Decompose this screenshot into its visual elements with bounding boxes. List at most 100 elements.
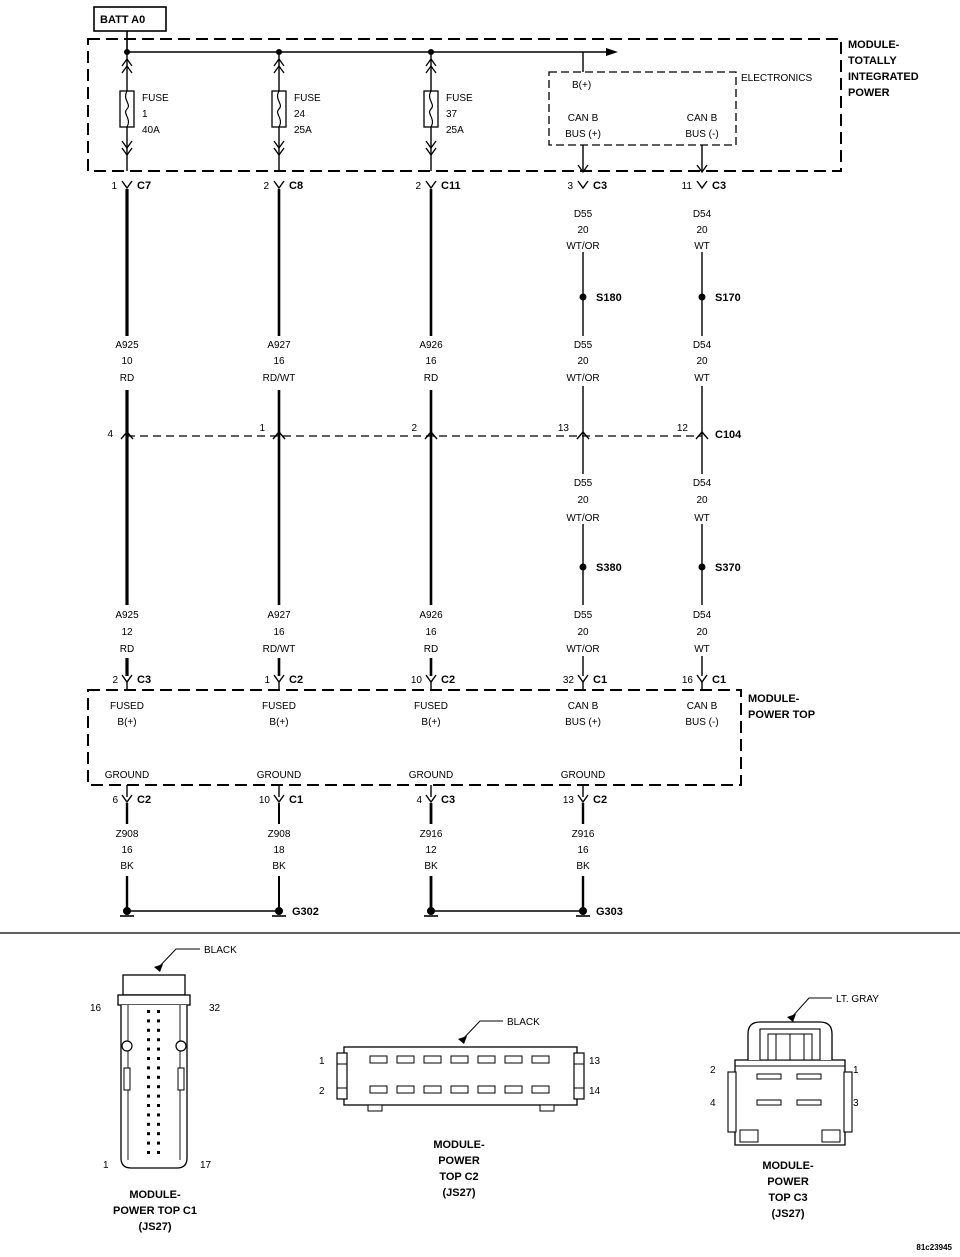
pin-cavity xyxy=(147,1028,150,1032)
ground-terminal-label: GROUND xyxy=(105,770,149,781)
wire-circuit: A926 xyxy=(419,340,443,351)
connector-pin-number: 32 xyxy=(209,1003,221,1014)
connector-view-title: POWER xyxy=(438,1155,480,1167)
pin-cavity xyxy=(504,1085,523,1094)
wire-circuit: Z908 xyxy=(116,829,139,840)
connector-pin: 10 xyxy=(259,795,271,806)
connector-fork-icon xyxy=(273,180,285,190)
pin-cavity xyxy=(157,1057,160,1060)
connector-fork-icon xyxy=(273,674,285,684)
splice-label: S170 xyxy=(715,292,741,304)
wire-circuit: D54 xyxy=(693,209,712,220)
wire-circuit: A925 xyxy=(115,340,139,351)
connector-pin-number: 16 xyxy=(90,1003,102,1014)
fuse-label: FUSE xyxy=(142,93,169,104)
fuse-rating: 40A xyxy=(142,125,160,136)
connector-name: C11 xyxy=(441,180,461,192)
pin-cavity xyxy=(477,1085,496,1094)
wire-color: RD/WT xyxy=(263,644,296,655)
ground-eyelet-icon xyxy=(120,907,134,917)
connector-pin-number: 1 xyxy=(319,1056,325,1067)
wire-circuit: A927 xyxy=(267,340,291,351)
wire-gauge: 20 xyxy=(696,627,708,638)
wire-color: WT/OR xyxy=(566,644,599,655)
wire-color: WT/OR xyxy=(566,373,599,384)
ground-eyelet-icon xyxy=(272,907,286,917)
wire-color: WT/OR xyxy=(566,241,599,252)
wire-color: RD xyxy=(424,644,438,655)
wire-gauge: 20 xyxy=(577,627,589,638)
wire-gauge: 16 xyxy=(425,356,437,367)
power-top-input-label: FUSED xyxy=(262,701,296,712)
connector-arrow-icon xyxy=(425,147,437,157)
connector-pin: 1 xyxy=(111,181,117,192)
pin-cavity xyxy=(157,1010,160,1013)
can-output-label: BUS (+) xyxy=(565,129,601,140)
pin-cavity xyxy=(147,1085,150,1089)
wire-circuit: A927 xyxy=(267,610,291,621)
connector-arrow-icon xyxy=(120,430,134,440)
tipm-name-line: INTEGRATED xyxy=(848,71,919,83)
connector-arrow-icon xyxy=(273,140,285,150)
c104-pin: 4 xyxy=(107,429,113,440)
pin-cavity xyxy=(369,1085,388,1094)
connector-arrow-icon xyxy=(577,164,589,174)
wire-circuit: D54 xyxy=(693,610,712,621)
splice-dot xyxy=(698,293,706,301)
c104-name: C104 xyxy=(715,429,742,441)
connector-fork-icon xyxy=(121,674,133,684)
electronics-input-label: B(+) xyxy=(572,80,591,91)
connector-pin: 1 xyxy=(264,675,270,686)
power-top-input-label: CAN B xyxy=(687,701,718,712)
pin-cavity xyxy=(147,1075,150,1079)
splice-label: S380 xyxy=(596,562,622,574)
connector-fork-icon xyxy=(425,794,437,804)
wire-gauge: 16 xyxy=(273,356,285,367)
pin-cavity xyxy=(531,1085,550,1094)
wire-color: BK xyxy=(272,861,286,872)
wire-gauge: 20 xyxy=(577,225,589,236)
ground-terminal-label: GROUND xyxy=(409,770,453,781)
connector-fork-icon xyxy=(121,794,133,804)
wire-color: WT/OR xyxy=(566,513,599,524)
tipm-module-outline xyxy=(87,38,842,172)
fuse-column-2 xyxy=(271,52,287,171)
pin-cavity xyxy=(157,1141,160,1145)
pin-cavity xyxy=(396,1055,415,1064)
connector-name: C3 xyxy=(137,674,151,686)
c104-connector-row xyxy=(120,430,709,440)
pin-cavity xyxy=(477,1055,496,1064)
electronics-label: ELECTRONICS xyxy=(741,73,812,84)
connector-fork-icon xyxy=(577,180,589,190)
connector-arrow-icon xyxy=(272,430,286,440)
tipm-name-line: TOTALLY xyxy=(848,55,897,67)
wire-color: BK xyxy=(424,861,438,872)
pin-cavity xyxy=(157,1028,160,1032)
splice-dot xyxy=(579,563,587,571)
connector-arrow-icon xyxy=(273,57,285,67)
pin-cavity xyxy=(450,1085,469,1094)
fuse-column-3 xyxy=(423,52,439,171)
connector-pin: 2 xyxy=(112,675,118,686)
connector-fork-icon xyxy=(425,674,437,684)
wire-gauge: 16 xyxy=(273,627,285,638)
connector-arrow-icon xyxy=(425,140,437,150)
c104-pin: 12 xyxy=(677,423,689,434)
fuse-rating: 25A xyxy=(446,125,464,136)
pin-cavity xyxy=(147,1019,150,1023)
pin-cavity xyxy=(147,1057,150,1060)
connector-pin: 10 xyxy=(411,675,423,686)
wire-circuit: D55 xyxy=(574,340,593,351)
connector-view-title: (JS27) xyxy=(138,1221,171,1233)
pin-cavity xyxy=(147,1132,150,1136)
wire-circuit: Z916 xyxy=(572,829,595,840)
pin-cavity xyxy=(147,1066,150,1070)
pin-cavity xyxy=(147,1141,150,1145)
wire-circuit: D54 xyxy=(693,478,712,489)
power-top-input-label: B(+) xyxy=(421,717,440,728)
connector-arrow-icon xyxy=(576,430,590,440)
pin-cavity xyxy=(147,1113,150,1117)
connector-color-label: BLACK xyxy=(507,1017,540,1028)
wire-color: BK xyxy=(576,861,590,872)
